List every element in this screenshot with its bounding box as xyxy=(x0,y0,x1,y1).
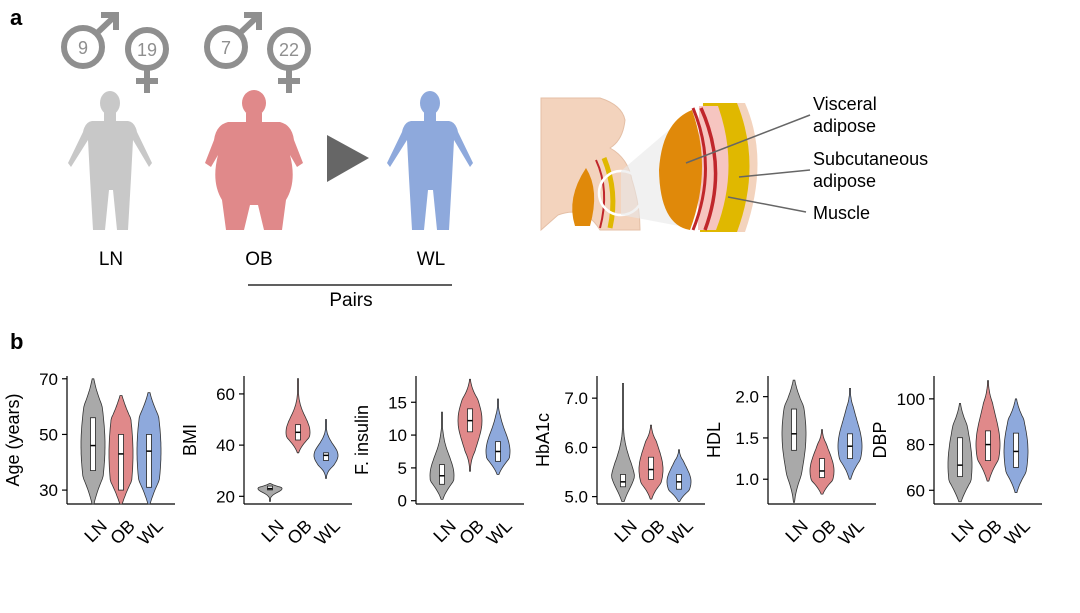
violin-WL xyxy=(313,419,339,479)
x-tick-label: LN xyxy=(781,516,811,546)
iqr-box xyxy=(90,417,96,472)
iqr-box xyxy=(791,408,797,451)
muscle-label: Muscle xyxy=(813,203,870,223)
ln-female-symbol-icon xyxy=(125,27,169,93)
violin-LN xyxy=(429,411,455,500)
ob-female-symbol-icon xyxy=(267,27,311,93)
violin-OB xyxy=(285,378,311,454)
iqr-box xyxy=(819,458,825,478)
y-tick-label: 1.0 xyxy=(735,470,759,489)
iqr-box xyxy=(118,434,124,491)
violin-LN xyxy=(611,383,635,502)
iqr-box xyxy=(323,452,329,461)
play-arrow-icon xyxy=(327,135,369,182)
x-tick-label: WL xyxy=(483,516,516,549)
x-tick-label: OB xyxy=(283,516,316,549)
y-axis-label: DBP xyxy=(870,421,890,458)
y-axis-label: HbA1c xyxy=(533,413,553,467)
x-tick-label: WL xyxy=(835,516,868,549)
ob-male-symbol-icon xyxy=(204,12,262,69)
abdomen-illustration xyxy=(540,97,758,232)
y-tick-label: 30 xyxy=(39,481,58,500)
y-axis-label: F. insulin xyxy=(352,405,372,475)
y-tick-label: 60 xyxy=(906,481,925,500)
y-tick-label: 5 xyxy=(398,459,407,478)
y-tick-label: 5.0 xyxy=(564,488,588,507)
wl-group-label: WL xyxy=(417,249,446,270)
subcutaneous-pointer-line xyxy=(738,169,811,178)
x-tick-label: OB xyxy=(807,516,840,549)
y-tick-label: 10 xyxy=(388,426,407,445)
iqr-box xyxy=(648,456,654,480)
iqr-box xyxy=(146,434,152,488)
y-axis-label: Age (years) xyxy=(3,393,23,486)
x-tick-label: WL xyxy=(311,516,344,549)
iqr-box xyxy=(439,464,445,485)
y-tick-label: 100 xyxy=(897,390,925,409)
panel-b-label: b xyxy=(10,329,23,354)
x-tick-label: LN xyxy=(80,516,110,546)
iqr-box xyxy=(957,437,963,477)
y-axis-label: BMI xyxy=(180,424,200,456)
x-tick-label: WL xyxy=(664,516,697,549)
muscle-pointer-line xyxy=(727,196,807,213)
ln-female-count: 19 xyxy=(137,40,157,60)
ob-body-figure-icon xyxy=(205,90,303,230)
iqr-box xyxy=(985,430,991,461)
y-tick-label: 1.5 xyxy=(735,429,759,448)
panel-a-label: a xyxy=(10,5,23,30)
x-tick-label: LN xyxy=(610,516,640,546)
x-tick-label: LN xyxy=(947,516,977,546)
wl-body-figure-icon xyxy=(387,91,473,230)
iqr-box xyxy=(620,474,626,488)
y-tick-label: 6.0 xyxy=(564,438,588,457)
y-tick-label: 40 xyxy=(216,436,235,455)
iqr-box xyxy=(1013,432,1019,468)
ob-group-label: OB xyxy=(245,249,272,270)
x-tick-label: OB xyxy=(455,516,488,549)
visceral-pointer-line xyxy=(685,114,811,164)
x-tick-label: LN xyxy=(257,516,287,546)
ob-male-count: 7 xyxy=(221,38,231,58)
y-axis-label: HDL xyxy=(704,422,724,458)
ln-male-symbol-icon xyxy=(61,12,119,69)
x-tick-label: OB xyxy=(636,516,669,549)
y-tick-label: 80 xyxy=(906,436,925,455)
violin-LN xyxy=(257,483,283,502)
y-tick-label: 50 xyxy=(39,425,58,444)
x-tick-label: WL xyxy=(1001,516,1034,549)
violin-WL xyxy=(485,398,511,475)
y-tick-label: 2.0 xyxy=(735,388,759,407)
x-tick-label: WL xyxy=(134,516,167,549)
y-tick-label: 60 xyxy=(216,385,235,404)
y-tick-label: 20 xyxy=(216,487,235,506)
y-tick-label: 70 xyxy=(39,370,58,389)
ln-group-label: LN xyxy=(99,249,123,270)
y-tick-label: 15 xyxy=(388,393,407,412)
ln-male-count: 9 xyxy=(78,38,88,58)
ob-female-count: 22 xyxy=(279,40,299,60)
x-tick-label: LN xyxy=(429,516,459,546)
x-tick-label: OB xyxy=(973,516,1006,549)
y-tick-label: 7.0 xyxy=(564,389,588,408)
pairs-label: Pairs xyxy=(329,290,372,311)
x-tick-label: OB xyxy=(106,516,139,549)
ln-body-figure-icon xyxy=(68,91,152,230)
y-tick-label: 0 xyxy=(398,492,407,511)
